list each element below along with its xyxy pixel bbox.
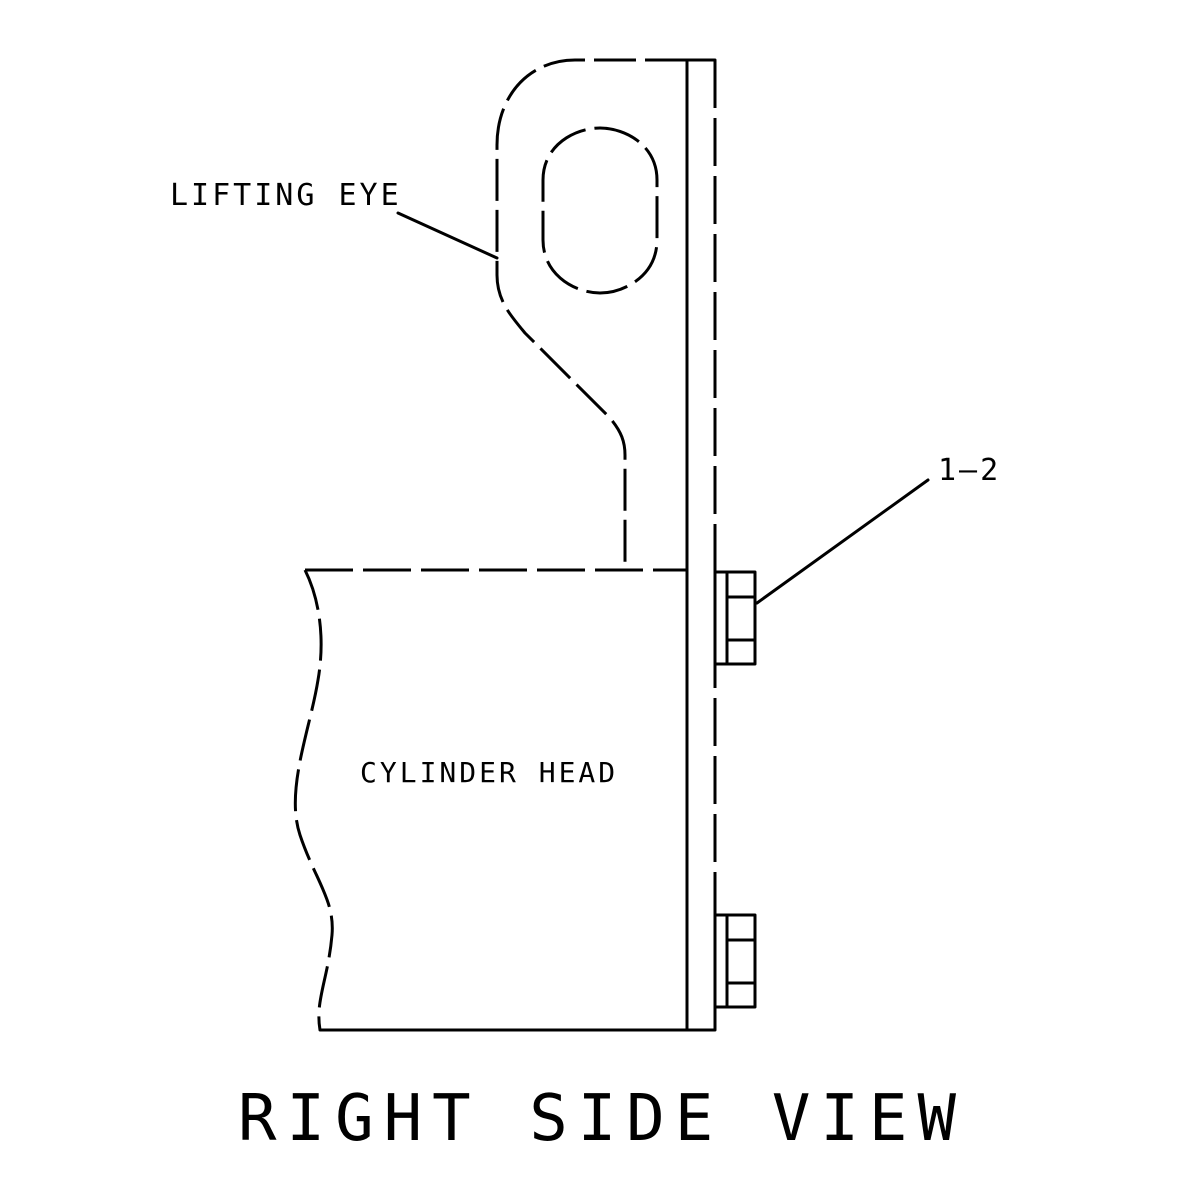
part-callout-leader xyxy=(755,478,930,605)
mounting-plate xyxy=(685,58,717,1032)
lifting-eye-outline xyxy=(495,58,687,570)
cylinder-head-label: CYLINDER HEAD xyxy=(360,756,618,789)
cylinder-head-block xyxy=(293,568,689,1032)
part-callout-label: 1–2 xyxy=(938,453,1001,488)
lower-nut xyxy=(713,913,757,1009)
lifting-eye-hole xyxy=(541,126,659,295)
lifting-eye-label: LIFTING EYE xyxy=(170,178,402,213)
upper-nut xyxy=(713,570,757,666)
lifting-eye-leader xyxy=(396,211,499,260)
view-title: RIGHT SIDE VIEW xyxy=(238,1082,966,1156)
